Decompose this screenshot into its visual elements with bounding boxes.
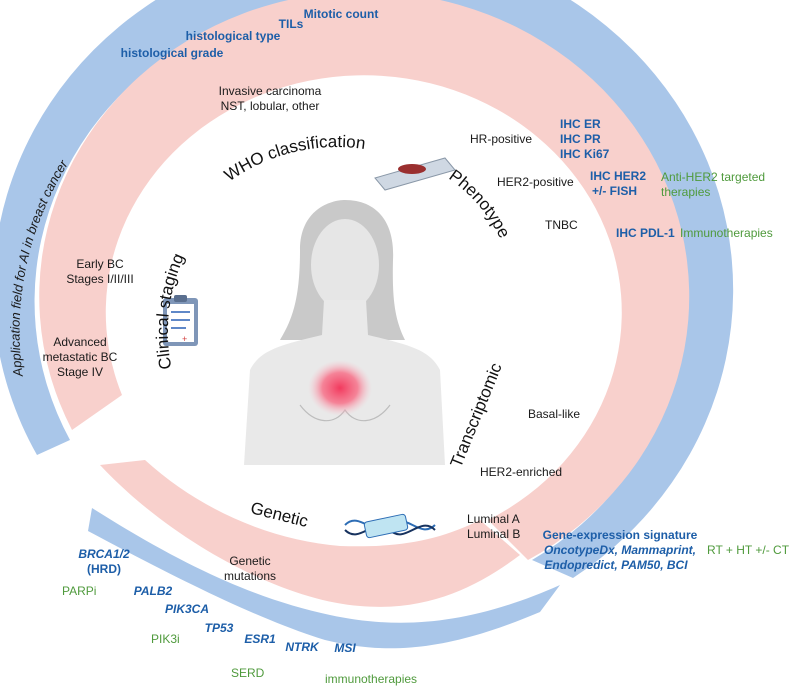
her2-enriched: HER2-enriched xyxy=(480,465,562,479)
tnbc: TNBC xyxy=(545,218,578,232)
early-bc-line1: Early BC xyxy=(76,257,124,271)
tumor-highlight xyxy=(308,360,372,416)
gene-palb2: PALB2 xyxy=(134,584,173,598)
ihc-her2: IHC HER2 xyxy=(590,169,646,183)
invasive-line2: NST, lobular, other xyxy=(221,99,320,113)
luminal-a: Luminal A xyxy=(467,512,520,526)
therapy-serd: SERD xyxy=(231,666,265,680)
fish: +/- FISH xyxy=(592,184,637,198)
patient-figure-icon xyxy=(244,200,445,465)
advanced-line3: Stage IV xyxy=(57,365,103,379)
therapy-rt-ht: RT + HT +/- CT xyxy=(707,543,789,557)
gene-signature-title: Gene-expression signature xyxy=(543,528,698,542)
therapy-anti-her2: Anti-HER2 targeted xyxy=(661,170,765,184)
basal-like: Basal-like xyxy=(528,407,580,421)
ring-gap xyxy=(60,408,150,470)
gene-ntrk: NTRK xyxy=(285,640,320,654)
advanced-line2: metastatic BC xyxy=(43,350,118,364)
ihc-pr: IHC PR xyxy=(560,132,601,146)
gene-signature-line3: Endopredict, PAM50, BCI xyxy=(544,558,688,572)
hr-positive: HR-positive xyxy=(470,132,532,146)
genetic-mutations-line1: Genetic xyxy=(229,554,270,568)
histological-grade-1: histological grade xyxy=(121,46,224,60)
mitotic-count: Mitotic count xyxy=(304,7,379,21)
ihc-ki67: IHC Ki67 xyxy=(560,147,610,161)
advanced-line1: Advanced xyxy=(53,335,106,349)
dna-icon xyxy=(344,513,436,539)
her2-positive: HER2-positive xyxy=(497,175,574,189)
tils: TILs xyxy=(279,17,304,31)
ihc-pdl1: IHC PDL-1 xyxy=(616,226,675,240)
luminal-b: Luminal B xyxy=(467,527,520,541)
therapy-immuno: Immunotherapies xyxy=(680,226,773,240)
gene-hrd: (HRD) xyxy=(87,562,121,576)
ihc-er: IHC ER xyxy=(560,117,601,131)
gene-signature-line2: OncotypeDx, Mammaprint, xyxy=(544,543,696,557)
outer-ring-genetic-band xyxy=(88,508,560,649)
svg-text:+: + xyxy=(182,334,187,344)
slide-icon xyxy=(374,157,456,191)
clipboard-icon: + xyxy=(163,295,198,346)
gene-msi: MSI xyxy=(334,641,356,655)
gene-tp53: TP53 xyxy=(205,621,234,635)
invasive-line1: Invasive carcinoma xyxy=(219,84,322,98)
gene-esr1: ESR1 xyxy=(244,632,276,646)
therapy-parpi: PARPi xyxy=(62,584,96,598)
inner-ring-genetic-lobe xyxy=(100,460,520,607)
therapy-pik3i: PIK3i xyxy=(151,632,180,646)
therapy-anti-her2-line2: therapies xyxy=(661,185,710,199)
gene-pik3ca: PIK3CA xyxy=(165,602,209,616)
genetic-mutations-line2: mutations xyxy=(224,569,276,583)
early-bc-line2: Stages I/II/III xyxy=(66,272,133,286)
therapy-immuno-bottom: immunotherapies xyxy=(325,672,417,686)
gene-brca: BRCA1/2 xyxy=(78,547,130,561)
histological-type-1: histological type xyxy=(186,29,281,43)
